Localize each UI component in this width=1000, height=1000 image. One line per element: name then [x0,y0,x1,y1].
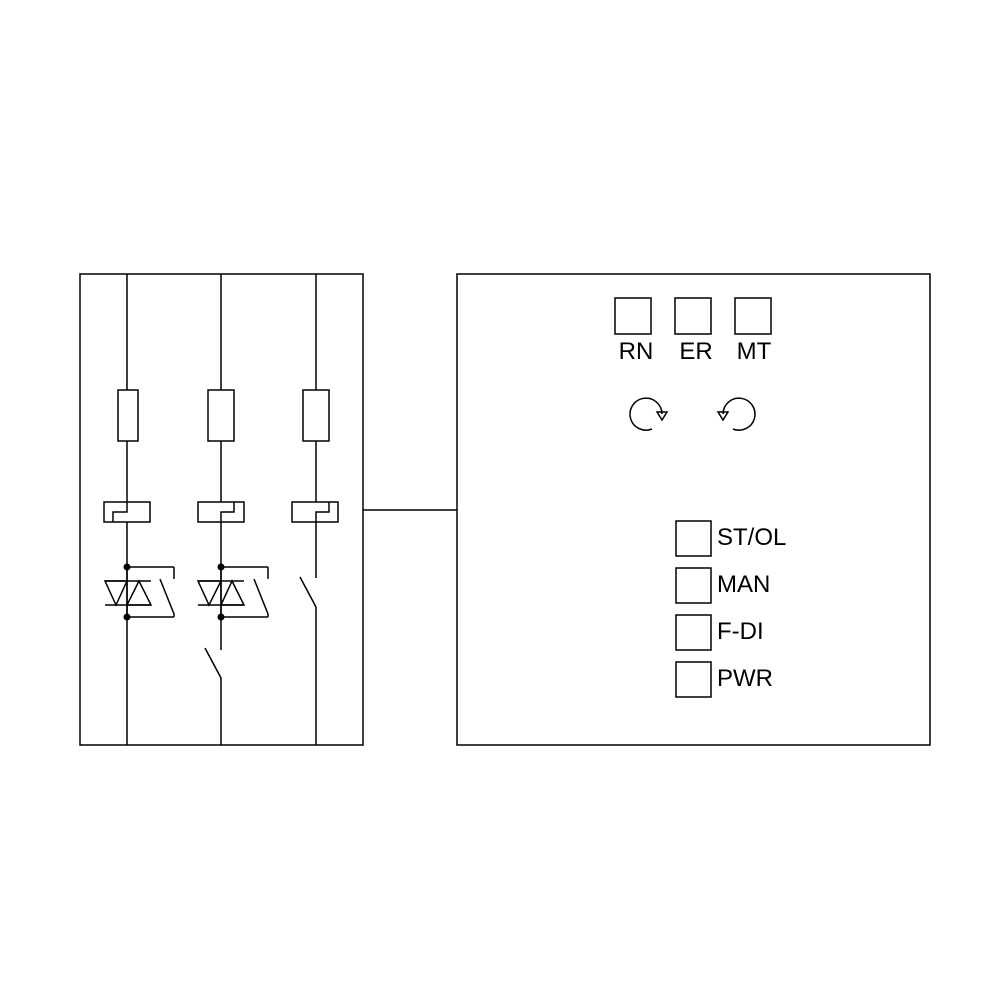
fuse-1 [117,389,139,442]
led-er [674,297,712,335]
led-pwr [675,661,712,698]
led-f-di-label: F-DI [717,618,764,645]
led-rn-label: RN [619,338,654,365]
fuse-3 [302,389,330,442]
thyristor-2 [196,563,269,621]
led-mt [734,297,772,335]
overload-relay-2 [197,501,245,523]
power-module [79,273,364,746]
led-er-label: ER [679,338,712,365]
led-st-ol-label: ST/OL [717,524,786,551]
overload-relay-3 [291,501,339,523]
led-f-di [675,614,712,651]
phase-2-circuit [196,274,269,745]
led-rn [614,297,652,335]
switch-contact-3 [299,576,317,745]
led-mt-label: MT [737,338,772,365]
control-module: RN ER MT ST/OL MAN F-DI PWR [456,273,931,746]
led-man-label: MAN [717,571,770,598]
rotate-clockwise-icon [629,397,669,431]
rotate-counterclockwise-icon [716,397,756,431]
led-pwr-label: PWR [717,665,773,692]
overload-relay-1 [103,501,151,523]
led-st-ol [675,520,712,557]
phase-3-circuit [291,274,339,745]
thyristor-1 [103,563,175,621]
led-man [675,567,712,604]
bypass-contact-2 [204,647,222,745]
phase-1-circuit [103,274,175,745]
fuse-2 [207,389,235,442]
